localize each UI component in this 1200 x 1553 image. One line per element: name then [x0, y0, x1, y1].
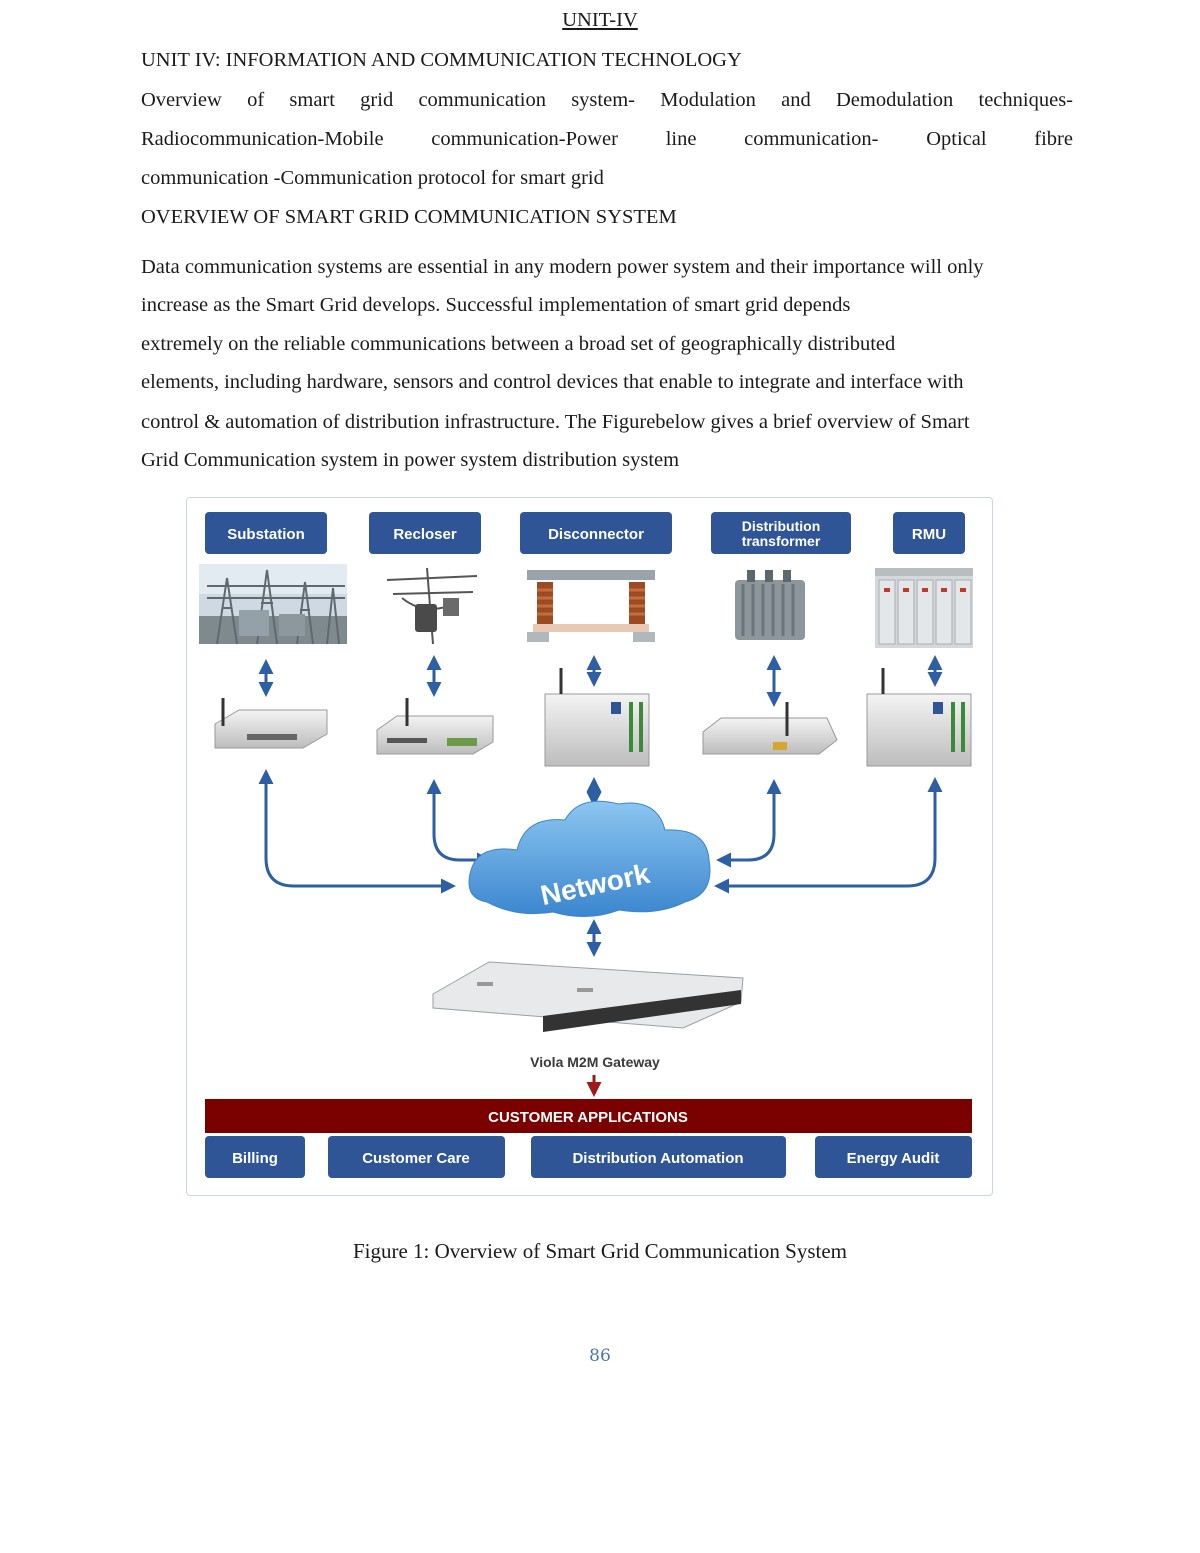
paragraph-line: elements, including hardware, sensors an…: [141, 371, 964, 393]
transformer-image: [735, 570, 805, 640]
label-rmu: RMU: [893, 512, 965, 554]
router-device-transformer: [702, 702, 838, 755]
svg-text:Recloser: Recloser: [393, 526, 457, 543]
svg-text:Energy Audit: Energy Audit: [847, 1150, 940, 1167]
paragraph-line: increase as the Smart Grid develops. Suc…: [141, 294, 851, 316]
syllabus-line-3: communication -Communication protocol fo…: [141, 167, 604, 189]
router-device-substation: [214, 698, 328, 749]
m2m-gateway-device: [432, 961, 744, 1032]
rtu-device-disconnector: [544, 668, 650, 767]
disconnector-image: [527, 570, 655, 642]
figure-caption: Figure 1: Overview of Smart Grid Communi…: [352, 1239, 848, 1263]
syllabus-word: and: [781, 89, 811, 111]
syllabus-word: Demodulation: [835, 89, 954, 111]
paragraph-line: Grid Communication system in power syste…: [141, 449, 680, 471]
syllabus-word: system-: [571, 89, 635, 111]
app-customer-care: Customer Care: [328, 1136, 505, 1178]
svg-text:Customer Care: Customer Care: [362, 1150, 470, 1167]
syllabus-word: line: [665, 128, 697, 150]
svg-text:transformer: transformer: [742, 533, 821, 549]
syllabus-line-1: Overview of smart grid communication sys…: [141, 89, 1073, 112]
syllabus-line-2: Radiocommunication-Mobile communication-…: [141, 128, 1073, 151]
syllabus-word: Radiocommunication-Mobile: [141, 128, 384, 150]
app-billing: Billing: [205, 1136, 305, 1178]
paragraph-line: Data communication systems are essential…: [141, 256, 984, 278]
unit-heading: UNIT IV: INFORMATION AND COMMUNICATION T…: [141, 49, 742, 71]
link-arrows-top: [258, 655, 943, 707]
svg-text:Billing: Billing: [232, 1150, 278, 1167]
label-substation: Substation: [205, 512, 327, 554]
customer-applications-bar: CUSTOMER APPLICATIONS: [205, 1099, 972, 1133]
label-disconnector: Disconnector: [520, 512, 672, 554]
label-distribution-transformer: Distribution transformer: [711, 512, 851, 554]
router-device-recloser: [376, 698, 494, 755]
rmu-image: [875, 568, 973, 648]
gateway-label: Viola M2M Gateway: [530, 1054, 660, 1070]
syllabus-word: fibre: [1034, 128, 1073, 150]
app-distribution-automation: Distribution Automation: [531, 1136, 786, 1178]
rtu-device-rmu: [866, 668, 972, 767]
svg-text:Disconnector: Disconnector: [548, 526, 644, 543]
svg-text:RMU: RMU: [912, 526, 946, 543]
syllabus-word: communication-Power: [431, 128, 618, 150]
recloser-image: [377, 564, 487, 645]
paragraph-line: extremely on the reliable communications…: [141, 333, 896, 355]
smart-grid-diagram: Substation Recloser Disconnector Distrib…: [186, 497, 993, 1196]
syllabus-word: Optical: [926, 128, 987, 150]
page-number: 86: [589, 1346, 611, 1366]
label-recloser: Recloser: [369, 512, 481, 554]
paragraph-line: control & automation of distribution inf…: [141, 411, 970, 433]
section-heading: OVERVIEW OF SMART GRID COMMUNICATION SYS…: [141, 206, 677, 228]
syllabus-word: communication-: [744, 128, 879, 150]
syllabus-word: communication: [418, 89, 546, 111]
link-arrows-network: [258, 769, 943, 957]
svg-text:CUSTOMER APPLICATIONS: CUSTOMER APPLICATIONS: [488, 1109, 688, 1126]
svg-text:Distribution: Distribution: [742, 518, 821, 534]
svg-text:Distribution Automation: Distribution Automation: [572, 1150, 743, 1167]
syllabus-word: Modulation: [660, 89, 756, 111]
syllabus-word: grid: [360, 89, 394, 111]
syllabus-word: of: [247, 89, 265, 111]
network-cloud: Network: [468, 800, 711, 918]
syllabus-word: smart: [289, 89, 335, 111]
unit-title: UNIT-IV: [562, 9, 638, 31]
syllabus-word: Overview: [141, 89, 222, 111]
svg-text:Substation: Substation: [227, 526, 305, 543]
app-energy-audit: Energy Audit: [815, 1136, 972, 1178]
substation-image: [199, 564, 347, 645]
syllabus-word: techniques-: [978, 89, 1074, 111]
